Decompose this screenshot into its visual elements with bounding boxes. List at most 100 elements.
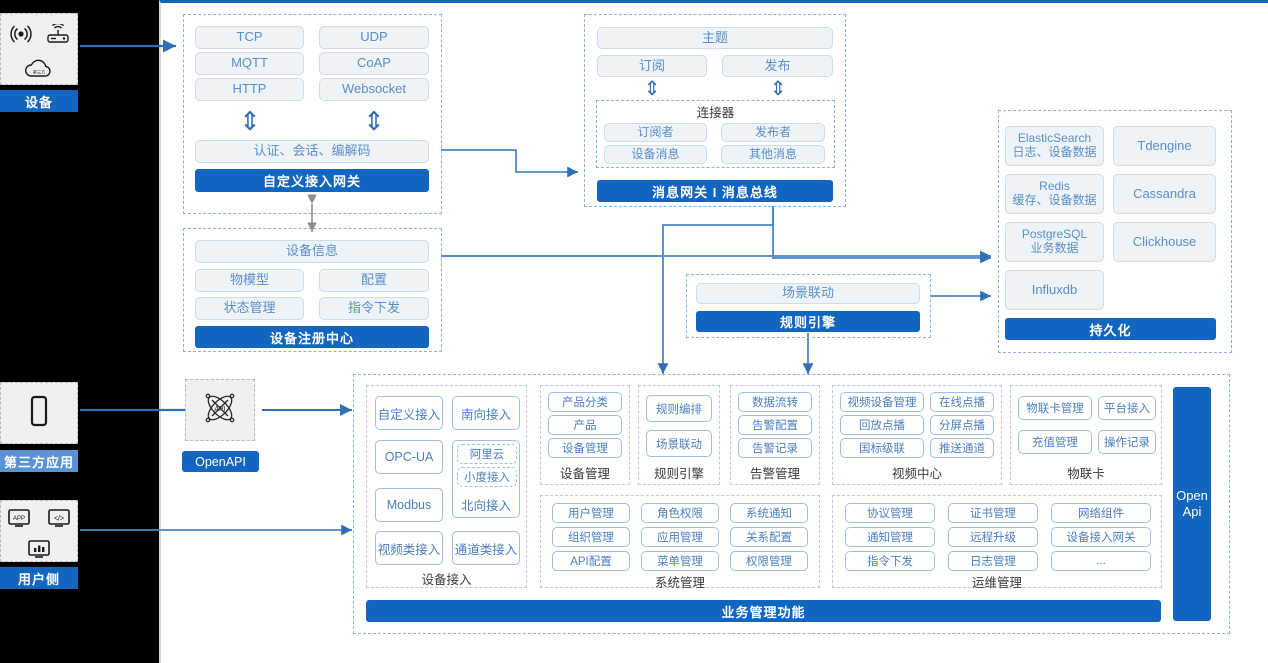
access-northbound-text: 北向接入 bbox=[460, 499, 511, 513]
am-alarm-config[interactable]: 告警配置 bbox=[738, 415, 812, 435]
access-video-text: 视频类接入 bbox=[377, 542, 441, 557]
access-opcua[interactable]: OPC-UA bbox=[375, 440, 443, 474]
dm-product[interactable]: 产品 bbox=[548, 415, 622, 435]
config-box[interactable]: 配置 bbox=[319, 269, 429, 292]
topic-box[interactable]: 主题 bbox=[597, 27, 833, 49]
sm-permission-management[interactable]: 权限管理 bbox=[730, 551, 808, 571]
om-protocol-management[interactable]: 协议管理 bbox=[845, 503, 935, 523]
third-party-icons-box bbox=[0, 382, 78, 444]
re-scene-linkage-text: 场景联动 bbox=[656, 438, 702, 451]
open-api-line1-text: Open bbox=[1176, 487, 1208, 503]
openapi-label[interactable]: OpenAPI bbox=[182, 451, 259, 472]
om-notice-management[interactable]: 通知管理 bbox=[845, 527, 935, 547]
vc-playback-vod[interactable]: 回放点播 bbox=[840, 415, 924, 435]
device-info-box[interactable]: 设备信息 bbox=[195, 240, 429, 263]
connector-device-message[interactable]: 设备消息 bbox=[604, 145, 707, 164]
connector-other-message[interactable]: 其他消息 bbox=[721, 145, 825, 164]
access-channel[interactable]: 通道类接入 bbox=[452, 531, 520, 565]
store-tdengine[interactable]: Tdengine bbox=[1113, 126, 1216, 166]
protocol-http[interactable]: HTTP bbox=[195, 78, 304, 101]
protocol-mqtt[interactable]: MQTT bbox=[195, 52, 304, 75]
om-certificate-management[interactable]: 证书管理 bbox=[948, 503, 1038, 523]
sm-system-notice[interactable]: 系统通知 bbox=[730, 503, 808, 523]
rail-label-device: 设备 bbox=[0, 90, 78, 112]
rule-engine-title[interactable]: 规则引擎 bbox=[696, 311, 920, 332]
vc-split-screen-vod[interactable]: 分屏点播 bbox=[930, 415, 994, 435]
access-southbound[interactable]: 南向接入 bbox=[452, 396, 520, 430]
store-postgresql[interactable]: PostgreSQL 业务数据 bbox=[1005, 222, 1104, 262]
rail-label-device-text: 设备 bbox=[24, 94, 53, 110]
am-data-flow[interactable]: 数据流转 bbox=[738, 392, 812, 412]
access-modbus[interactable]: Modbus bbox=[375, 488, 443, 522]
protocol-udp[interactable]: UDP bbox=[319, 26, 429, 49]
mobile-phone-icon bbox=[28, 395, 50, 432]
business-title-bar[interactable]: 业务管理功能 bbox=[366, 600, 1161, 622]
auth-session-codec[interactable]: 认证、会话、编解码 bbox=[195, 140, 429, 163]
om-more[interactable]: ... bbox=[1051, 551, 1151, 571]
user-side-icons-box: APP </> bbox=[0, 500, 78, 562]
vc-push-channel[interactable]: 推送通道 bbox=[930, 438, 994, 458]
vc-gb-cascade-text: 国标级联 bbox=[859, 443, 905, 455]
access-video[interactable]: 视频类接入 bbox=[375, 531, 443, 565]
persistence-title-text: 持久化 bbox=[1089, 322, 1132, 338]
access-xiaodu[interactable]: 小度接入 bbox=[457, 467, 517, 487]
open-api-vertical-bar[interactable]: Open Api bbox=[1173, 387, 1211, 621]
access-northbound[interactable]: 阿里云 小度接入 北向接入 bbox=[452, 440, 520, 518]
access-aliyun[interactable]: 阿里云 bbox=[457, 444, 517, 464]
sm-menu-management[interactable]: 菜单管理 bbox=[641, 551, 719, 571]
access-custom[interactable]: 自定义接入 bbox=[375, 396, 443, 430]
scene-linkage-box[interactable]: 场景联动 bbox=[696, 283, 920, 304]
om-device-access-gateway[interactable]: 设备接入网关 bbox=[1051, 527, 1151, 547]
protocol-tcp[interactable]: TCP bbox=[195, 26, 304, 49]
store-elasticsearch[interactable]: ElasticSearch 日志、设备数据 bbox=[1005, 126, 1104, 166]
rule-engine-title-text: 规则引擎 bbox=[779, 315, 836, 330]
device-management-caption: 设备管理 bbox=[540, 464, 630, 481]
ic-operation-record[interactable]: 操作记录 bbox=[1098, 430, 1156, 454]
om-command-dispatch[interactable]: 指令下发 bbox=[845, 551, 935, 571]
vc-video-device-management[interactable]: 视频设备管理 bbox=[840, 392, 924, 412]
device-registry-title[interactable]: 设备注册中心 bbox=[195, 326, 429, 348]
subscribe-box[interactable]: 订阅 bbox=[597, 55, 707, 77]
message-gateway-title[interactable]: 消息网关 I 消息总线 bbox=[597, 180, 833, 202]
om-log-management[interactable]: 日志管理 bbox=[948, 551, 1038, 571]
thing-model-box[interactable]: 物模型 bbox=[195, 269, 304, 292]
store-influxdb[interactable]: Influxdb bbox=[1005, 270, 1104, 310]
protocol-coap[interactable]: CoAP bbox=[319, 52, 429, 75]
store-redis[interactable]: Redis 缓存、设备数据 bbox=[1005, 174, 1104, 214]
ic-recharge-management[interactable]: 充值管理 bbox=[1018, 430, 1092, 454]
sm-api-config[interactable]: API配置 bbox=[552, 551, 630, 571]
connector-publisher[interactable]: 发布者 bbox=[721, 123, 825, 142]
vc-online-vod[interactable]: 在线点播 bbox=[930, 392, 994, 412]
sm-user-management[interactable]: 用户管理 bbox=[552, 503, 630, 523]
store-cassandra[interactable]: Cassandra bbox=[1113, 174, 1216, 214]
sm-app-management[interactable]: 应用管理 bbox=[641, 527, 719, 547]
dm-product-category[interactable]: 产品分类 bbox=[548, 392, 622, 412]
dm-device-management[interactable]: 设备管理 bbox=[548, 438, 622, 458]
om-remote-upgrade[interactable]: 远程升级 bbox=[948, 527, 1038, 547]
command-dispatch-box[interactable]: 指令下发 bbox=[319, 297, 429, 320]
om-remote-upgrade-text: 远程升级 bbox=[970, 532, 1016, 544]
vc-gb-cascade[interactable]: 国标级联 bbox=[840, 438, 924, 458]
re-rule-orchestration[interactable]: 规则编排 bbox=[646, 395, 712, 422]
state-management-box[interactable]: 状态管理 bbox=[195, 297, 304, 320]
sm-role-permission[interactable]: 角色权限 bbox=[641, 503, 719, 523]
am-alarm-record[interactable]: 告警记录 bbox=[738, 438, 812, 458]
re-scene-linkage[interactable]: 场景联动 bbox=[646, 430, 712, 457]
sm-org-management[interactable]: 组织管理 bbox=[552, 527, 630, 547]
sm-api-config-text: API配置 bbox=[570, 556, 612, 568]
store-cassandra-name: Cassandra bbox=[1133, 185, 1196, 201]
sm-relation-config[interactable]: 关系配置 bbox=[730, 527, 808, 547]
persistence-title[interactable]: 持久化 bbox=[1005, 318, 1216, 340]
connector-subscriber[interactable]: 订阅者 bbox=[604, 123, 707, 142]
om-network-component[interactable]: 网络组件 bbox=[1051, 503, 1151, 523]
ic-platform-access[interactable]: 平台接入 bbox=[1098, 396, 1156, 420]
custom-access-gateway-title[interactable]: 自定义接入网关 bbox=[195, 169, 429, 192]
app-window-icon: APP bbox=[7, 508, 31, 533]
protocol-websocket[interactable]: Websocket bbox=[319, 78, 429, 101]
sm-user-management-text: 用户管理 bbox=[568, 508, 614, 520]
publish-box[interactable]: 发布 bbox=[722, 55, 833, 77]
ic-card-management[interactable]: 物联卡管理 bbox=[1018, 396, 1092, 420]
protocol-http-text: HTTP bbox=[232, 81, 267, 97]
store-clickhouse[interactable]: Clickhouse bbox=[1113, 222, 1216, 262]
updown-arrow-left-icon: ⇕ bbox=[239, 106, 261, 136]
